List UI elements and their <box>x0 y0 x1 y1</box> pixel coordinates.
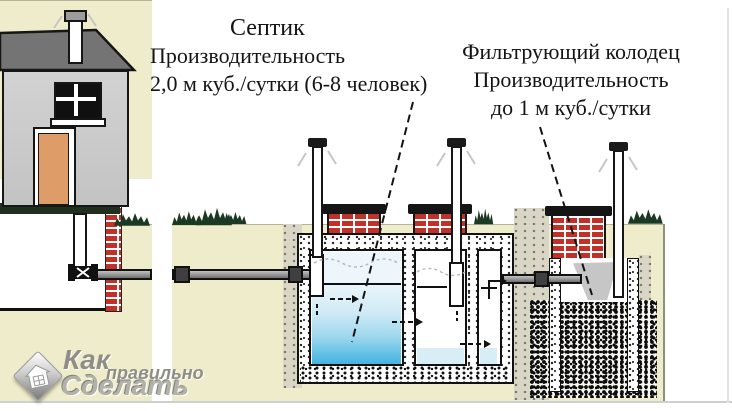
watermark-word-1: Как <box>63 344 110 375</box>
image-right-edge <box>727 8 729 403</box>
foundation-brick-wall <box>105 205 122 312</box>
vent-pipe-3 <box>613 150 624 298</box>
vent-cap-3 <box>609 142 628 151</box>
vent-pipe-1 <box>312 146 323 258</box>
pipe-coupling-2 <box>288 266 303 283</box>
watermark-word-2: правильно <box>106 363 204 383</box>
partition1-opening <box>404 314 414 332</box>
well-lid <box>545 206 612 216</box>
chimney <box>68 18 83 64</box>
well-neck-brick <box>551 216 606 258</box>
cover2-lid <box>408 204 472 214</box>
house-basement <box>0 213 106 311</box>
filter-well-line2: до 1 м куб./сутки <box>490 95 652 120</box>
inlet-tee-chamber1 <box>309 254 324 297</box>
watermark-word-3: Сделать <box>61 370 189 401</box>
transfer-tee-chamber2 <box>449 262 464 307</box>
window-mullion-h <box>56 97 96 101</box>
filter-well-line1: Производительность <box>473 67 669 92</box>
tank-bottom-slab <box>301 366 510 382</box>
septic-line2: 2,0 м куб./сутки (6-8 человек) <box>150 71 428 96</box>
pipe-coupling-1 <box>174 266 190 283</box>
outlet-coupling <box>534 271 549 287</box>
house-door <box>38 133 69 205</box>
chamber3-water <box>480 348 497 364</box>
watermark-logo <box>12 350 64 402</box>
cover1-lid <box>322 204 386 214</box>
chamber1-water <box>312 285 401 364</box>
sewer-pipe-segment-1 <box>96 269 152 280</box>
filter-well-label: Фильтрующий колодец Производительность д… <box>446 38 696 122</box>
house-icon <box>24 364 51 390</box>
well-wall-right <box>627 258 639 392</box>
house-soil-pipe <box>73 213 87 271</box>
window-sill <box>50 118 106 127</box>
filter-well-title: Фильтрующий колодец <box>462 39 680 64</box>
vent-cap-1 <box>308 138 327 147</box>
image-bottom-edge <box>0 401 732 403</box>
ground-right-edge <box>663 224 665 402</box>
vent-pipe-2 <box>451 146 462 264</box>
cover1-brick <box>327 214 381 233</box>
septic-label: Септик Производительность 2,0 м куб./сут… <box>150 14 427 98</box>
partition2-opening <box>467 336 477 354</box>
chamber1-scum-zone <box>312 252 401 283</box>
house-base-band <box>0 203 120 214</box>
chamber2-water <box>417 348 464 364</box>
chimney-cap <box>64 10 87 22</box>
septic-title: Септик <box>230 15 305 41</box>
house-window <box>54 82 102 122</box>
septic-line1: Производительность <box>150 43 346 68</box>
vent-cap-2 <box>447 138 466 147</box>
